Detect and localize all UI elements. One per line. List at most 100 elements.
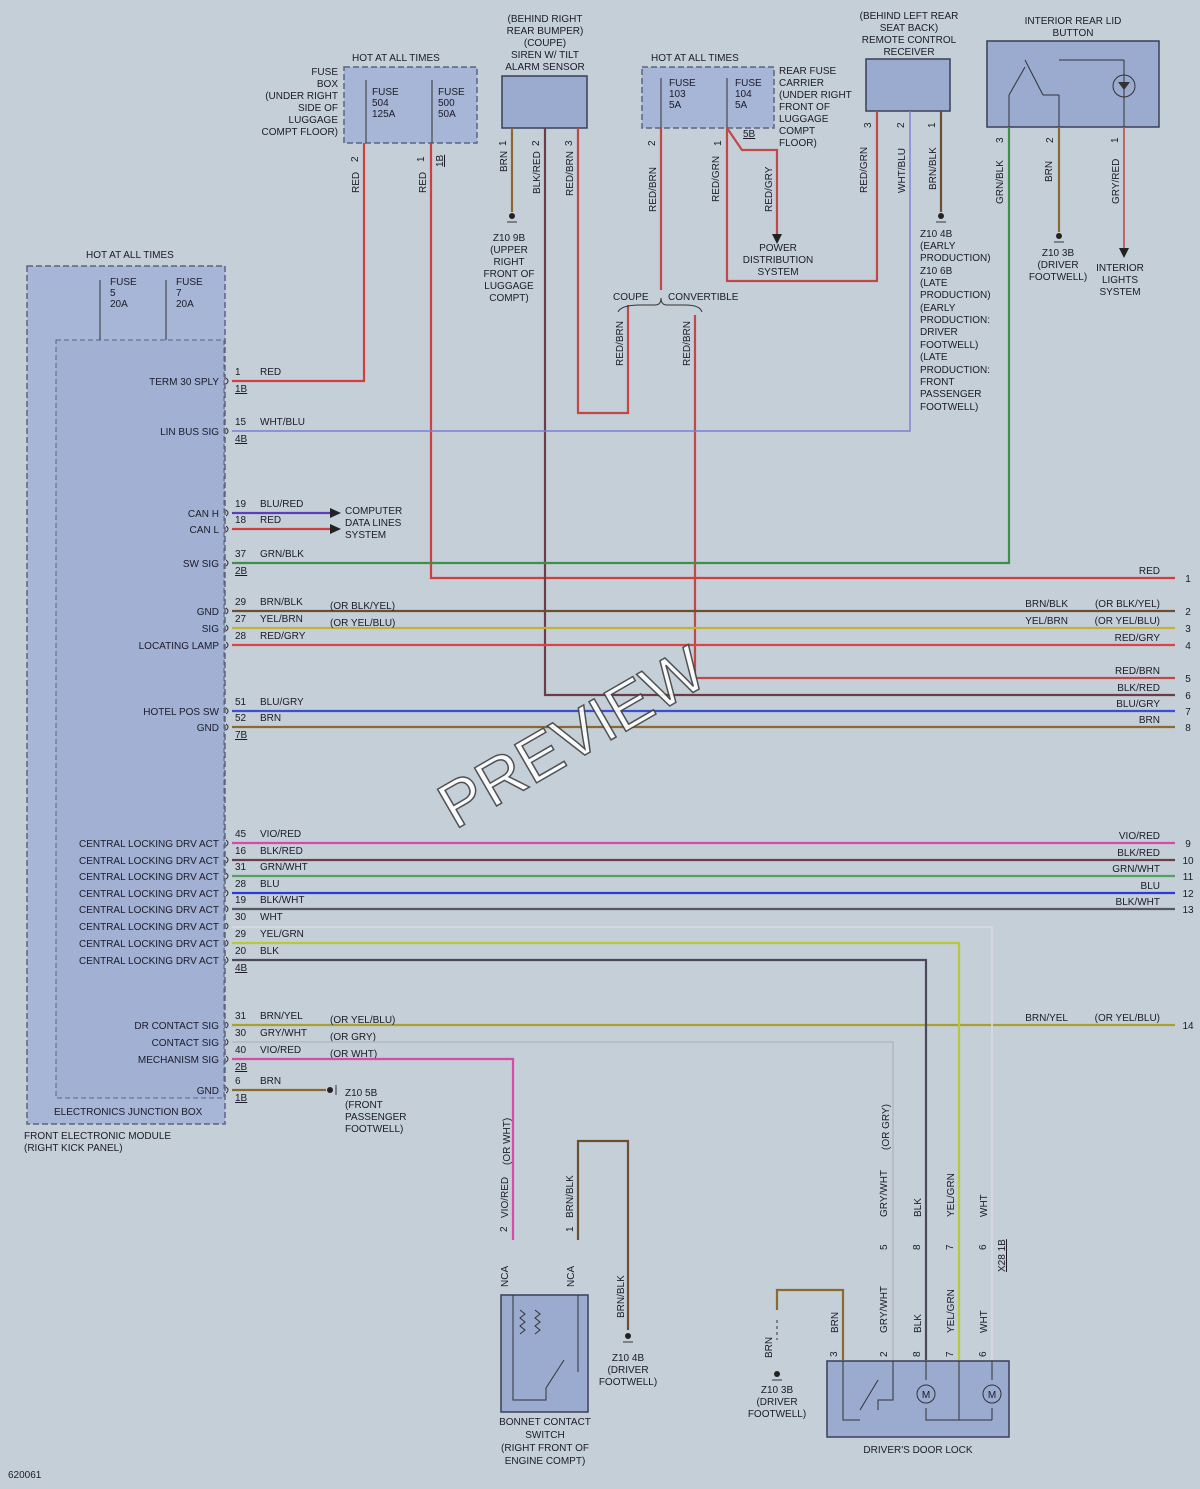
fem-pin-color: GRY/WHT [260,1028,307,1039]
fem-fuse-a-label: FUSE [110,277,137,288]
connector-tick [225,922,229,930]
receiver-label: (BEHIND LEFT REAR [860,11,959,22]
ground-label: Z10 4B [920,229,953,240]
fem-module-label: ELECTRONICS JUNCTION BOX [54,1107,203,1118]
fuse-box-desc: SIDE OF [298,103,338,114]
fem-pin-name: CENTRAL LOCKING DRV ACT [79,939,219,950]
fuse-carrier-conn: 5B [743,129,756,140]
brnblk-wire-bonnet [576,1139,630,1330]
pin-number: 1 [565,1226,576,1232]
ground-label: (DRIVER [756,1397,797,1408]
blkred-wire-siren [543,128,1175,697]
fem-pin-number: 19 [235,895,247,906]
coupe-convertible-bracket [617,297,703,313]
pin-number: 2 [879,1351,890,1357]
wire-label: VIO/RED [500,1177,511,1218]
connector-tick [225,1086,229,1094]
exit-number: 8 [1185,723,1191,734]
interior-ref-label: LIGHTS [1102,275,1138,286]
pin-number: 2 [896,122,907,128]
wire-label: WHT/BLU [897,148,908,193]
fem-pin-number: 51 [235,697,247,708]
connector-tick [225,956,229,964]
fem-pin-color: BRN/BLK [260,597,303,608]
connector-tick [225,839,229,847]
pin-number: 1 [416,156,427,162]
fuse-500-num: 500 [438,98,455,109]
wire-label: BLK [913,1314,924,1333]
siren-label: SIREN W/ TILT [511,50,579,61]
fem-pin-color: YEL/GRN [260,929,304,940]
ground-label: (EARLY [920,241,956,252]
fem-pin-name: DR CONTACT SIG [134,1021,219,1032]
exit-color: YEL/BRN [1025,616,1068,627]
receiver-label: SEAT BACK) [880,23,939,34]
fem-pin-number: 29 [235,597,247,608]
exit-number: 7 [1185,707,1191,718]
wire-label: WHT [979,1194,990,1217]
connector-tick [225,607,229,615]
exit-color: RED [1139,566,1160,577]
wire-label: BRN [830,1312,841,1333]
ground-label: (LATE [920,278,948,289]
exit-color: BRN/YEL [1025,1013,1068,1024]
can-h-arrow-icon [330,508,341,518]
exit-color: GRN/WHT [1112,864,1160,875]
fuse-box-desc: BOX [317,79,338,90]
pin-number: 1 [498,140,509,146]
ground-label: Z10 3B [1042,248,1075,259]
wire-label: (OR GRY) [881,1104,892,1150]
wire-label: RED/BRN [565,151,576,196]
ground-icon [1056,233,1062,239]
fem-pin-name: MECHANISM SIG [138,1055,219,1066]
grnblk-wire-sw [232,127,1011,565]
fem-pin-color: WHT/BLU [260,417,305,428]
ground-label: FOOTWELL) [748,1409,806,1420]
bonnet-label: ENGINE COMPT) [505,1456,586,1467]
pin-number: 7 [945,1244,956,1250]
pin-number: 2 [531,140,542,146]
fem-pin-color: BRN [260,1076,281,1087]
fem-pin-color: GRN/WHT [260,862,308,873]
wire-label: BRN [1044,161,1055,182]
pin-number: 2 [350,156,361,162]
exit-color: BLU/GRY [1116,699,1160,710]
fem-pin-name: GND [197,723,219,734]
ground-label: COMPT) [489,293,528,304]
ground-label: RIGHT [493,257,524,268]
bonnet-label: BONNET CONTACT [499,1417,591,1428]
wire-label: BRN/BLK [565,1175,576,1218]
door-lock-label: DRIVER'S DOOR LOCK [863,1445,972,1456]
exit-alt-color: (OR BLK/YEL) [1095,599,1160,610]
wire-label: RED [418,172,429,193]
coupe-label: COUPE [613,292,649,303]
power-ref-label: SYSTEM [757,267,798,278]
bottom-wires [232,926,993,1360]
fem-pin-alt-color: (OR YEL/BLU) [330,618,395,629]
ground-label: FRONT [920,377,954,388]
fuse-carrier-desc: REAR FUSE [779,66,837,77]
exit-number: 2 [1185,607,1191,618]
grywht-wire-door [232,1041,894,1360]
interior-ref-label: SYSTEM [1099,287,1140,298]
led-icon [1112,74,1136,98]
connector-tick [225,1038,229,1046]
fuse-103-label: FUSE [669,78,696,89]
fuse-104-label: FUSE [735,78,762,89]
receiver-box [865,58,951,112]
fem-fuse-b-amp: 20A [176,299,194,310]
ground-label: Z10 4B [612,1353,645,1364]
wire-label: RED/GRY [764,166,775,212]
wire-label: GRY/WHT [879,1170,890,1217]
fem-pin-name: CENTRAL LOCKING DRV ACT [79,872,219,883]
fem-pin-name: CENTRAL LOCKING DRV ACT [79,889,219,900]
fuse-carrier-desc: FRONT OF [779,102,830,113]
fem-pin-number: 30 [235,912,247,923]
wire-label: (OR WHT) [502,1118,513,1165]
fem-pin-number: 29 [235,929,247,940]
led-diode-icon [1118,82,1130,90]
fuse-504-label: FUSE [372,87,399,98]
fuse-box-rect [343,66,478,144]
fem-pin-name: CENTRAL LOCKING DRV ACT [79,905,219,916]
fem-hot-label: HOT AT ALL TIMES [86,250,174,261]
